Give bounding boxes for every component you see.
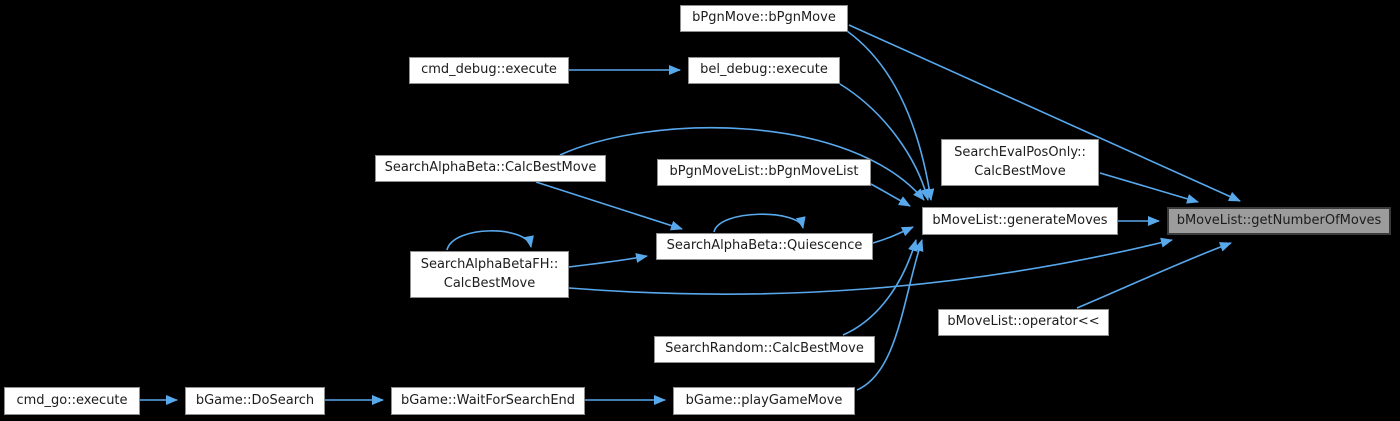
edge-bpgnmove-to-getnum [848, 24, 1241, 202]
edge-bpgnmove-to-genmoves [846, 30, 935, 201]
node-cmd_go[interactable]: cmd_go::execute [4, 387, 140, 415]
node-label: cmd_go::execute [16, 392, 128, 408]
node-label: SearchAlphaBeta::CalcBestMove [384, 160, 597, 176]
edge-sab_calc-to-genmoves [559, 126, 925, 201]
node-playmove[interactable]: bGame::playGameMove [673, 387, 855, 415]
node-label: SearchAlphaBeta::Quiescence [666, 238, 863, 254]
edge-sab_calc-to-quiescence [535, 181, 683, 231]
node-label: bel_debug::execute [700, 62, 828, 78]
node-label: bGame::DoSearch [195, 392, 315, 408]
edge-fh_calc-to-quiescence [568, 253, 648, 268]
edge-bel_debug-to-genmoves [839, 83, 931, 201]
edge-fh_calc-to-fh_calc [446, 230, 534, 251]
node-waitend[interactable]: bGame::WaitForSearchEnd [391, 387, 585, 415]
edge-fh_calc-to-getnum [568, 237, 1173, 295]
node-getnum: bMoveList::getNumberOfMoves [1167, 207, 1391, 235]
node-dosearch[interactable]: bGame::DoSearch [185, 387, 325, 415]
node-label: bGame::playGameMove [685, 392, 843, 408]
node-sab_calc[interactable]: SearchAlphaBeta::CalcBestMove [375, 155, 606, 182]
node-label: bMoveList::operator<< [947, 314, 1100, 330]
node-genmoves[interactable]: bMoveList::generateMoves [922, 207, 1118, 235]
edge-quiescence-to-genmoves [872, 226, 914, 244]
edge-pgnlist-to-genmoves [870, 183, 911, 207]
node-random[interactable]: SearchRandom::CalcBestMove [654, 336, 875, 363]
node-label: SearchEvalPosOnly:: [954, 145, 1086, 161]
node-cmd_debug[interactable]: cmd_debug::execute [409, 57, 569, 84]
node-fh_calc[interactable]: SearchAlphaBetaFH::CalcBestMove [410, 251, 569, 298]
node-quiescence[interactable]: SearchAlphaBeta::Quiescence [656, 233, 873, 260]
node-label: CalcBestMove [443, 275, 536, 291]
node-label: cmd_debug::execute [421, 62, 557, 78]
node-label: SearchAlphaBetaFH:: [420, 257, 559, 273]
edge-evalpos-to-getnum [1099, 172, 1199, 204]
edge-op_shift-to-getnum [1076, 242, 1232, 309]
edge-random-to-genmoves [842, 239, 918, 336]
node-label: SearchRandom::CalcBestMove [665, 341, 864, 357]
node-label: bGame::WaitForSearchEnd [400, 392, 576, 408]
node-evalpos[interactable]: SearchEvalPosOnly::CalcBestMove [941, 139, 1099, 186]
node-label: bMoveList::generateMoves [932, 212, 1108, 228]
node-bpgnmove[interactable]: bPgnMove::bPgnMove [680, 5, 848, 32]
edge-quiescence-to-quiescence [713, 213, 806, 233]
node-op_shift[interactable]: bMoveList::operator<< [938, 309, 1109, 336]
node-label: CalcBestMove [974, 163, 1066, 179]
node-pgnlist[interactable]: bPgnMoveList::bPgnMoveList [657, 159, 871, 186]
node-bel_debug[interactable]: bel_debug::execute [688, 57, 840, 84]
node-label: bMoveList::getNumberOfMoves [1176, 212, 1382, 228]
node-label: bPgnMove::bPgnMove [692, 10, 836, 26]
edge-playmove-to-genmoves [856, 239, 924, 391]
node-label: bPgnMoveList::bPgnMoveList [669, 164, 859, 180]
